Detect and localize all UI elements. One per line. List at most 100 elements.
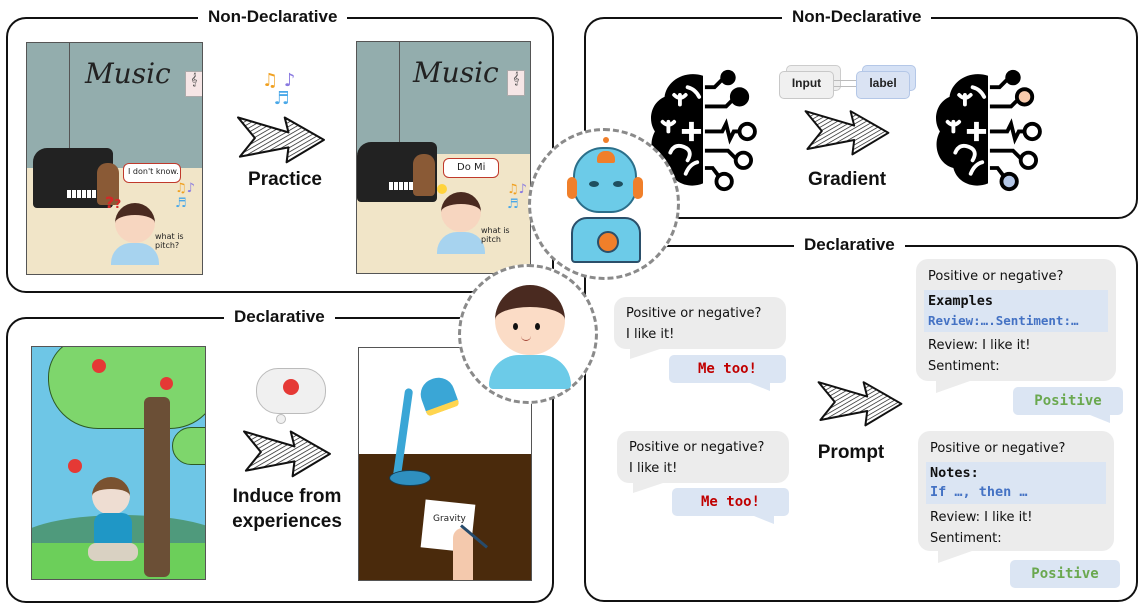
- panel-title: Declarative: [224, 307, 335, 327]
- robot-chest-light: [597, 231, 619, 253]
- question-text: Positive or negative?: [626, 306, 762, 321]
- step-label-line2: experiences: [232, 510, 342, 532]
- speech-bubble: [443, 158, 499, 178]
- sheet-music-poster: 𝄞: [507, 70, 525, 96]
- apple-icon: [160, 377, 173, 390]
- tree-canopy: [48, 347, 205, 429]
- step-label-practice: Practice: [248, 169, 322, 190]
- boy-face-icon: [495, 285, 565, 355]
- question-bubble: Positive or negative? I like it!: [617, 431, 789, 493]
- step-label-prompt: Prompt: [817, 442, 885, 463]
- lamp-base: [389, 470, 431, 486]
- question-marks: ??: [105, 193, 122, 212]
- brain-after-icon: [928, 68, 1048, 193]
- robot-forehead: [597, 151, 615, 163]
- bubble-tail: [633, 483, 663, 493]
- boy-eye: [535, 323, 540, 330]
- confused-boy: [115, 203, 155, 243]
- notes-block: Notes: If …, then …: [926, 462, 1106, 504]
- notes-title: Notes:: [930, 465, 979, 481]
- wall-text-music: Music: [85, 57, 171, 90]
- piano-keys: [67, 190, 101, 198]
- input-text: I like it!: [629, 461, 678, 476]
- prompt-arrow-icon: [815, 375, 905, 429]
- sentiment-text: Sentiment:: [928, 359, 1000, 374]
- step-label-gradient: Gradient: [807, 169, 887, 190]
- boy-smile: [521, 335, 531, 341]
- bubble-tail: [938, 551, 972, 563]
- happy-boy: [441, 192, 481, 232]
- panel-declarative-human: Declarative: [6, 307, 554, 603]
- reply-tail: [1090, 415, 1110, 423]
- wall-corner-line: [399, 42, 400, 177]
- robot-eye: [589, 181, 599, 187]
- reply-tail: [754, 516, 774, 524]
- thought-dot: [276, 414, 286, 424]
- apple-tree-scene: [31, 346, 206, 580]
- wall-text-music: Music: [413, 56, 499, 89]
- reply-tail: [750, 383, 770, 391]
- panel-nondeclarative-human: Non-Declarative: [6, 7, 554, 293]
- prompt-bubble-examples: Positive or negative? Examples Review:….…: [916, 259, 1116, 393]
- induce-arrow-icon: [239, 424, 335, 480]
- bubble-tail: [630, 349, 660, 359]
- chip-connector: [834, 80, 856, 87]
- examples-block: Examples Review:….Sentiment:…: [924, 290, 1108, 332]
- apple-icon: [92, 359, 106, 373]
- thought-cloud-icon: [256, 368, 326, 414]
- wall: [357, 42, 530, 154]
- speech-text: Do Mi: [457, 162, 486, 173]
- girl-at-piano: [413, 154, 435, 196]
- panel-title: Non-Declarative: [198, 7, 348, 27]
- girl-at-piano: [97, 163, 119, 205]
- input-text: I like it!: [626, 327, 675, 342]
- music-notes-icon: ♫♪♬: [507, 182, 527, 212]
- sentiment-text: Sentiment:: [930, 531, 1002, 546]
- step-label-induce: Induce from experiences: [222, 485, 352, 534]
- sheet-music-poster: 𝄞: [185, 71, 202, 97]
- reply-bubble: Me too!: [669, 355, 786, 383]
- step-label-line1: Induce from: [232, 486, 342, 507]
- boy-legs: [88, 543, 138, 561]
- panel-title: Non-Declarative: [782, 7, 932, 27]
- lightbulb-icon: [437, 184, 447, 194]
- panel-title: Declarative: [794, 235, 905, 255]
- music-notes-icon: ♫♪♬: [175, 181, 195, 211]
- panel-nondeclarative-model: Non-Declarative: [584, 7, 1138, 219]
- practice-arrow-icon: [233, 110, 329, 166]
- reply-bubble: Positive: [1010, 560, 1120, 588]
- speech-text: I don't know.: [128, 167, 179, 176]
- review-text: Review: I like it!: [930, 510, 1033, 525]
- speech-bubble: [123, 163, 181, 183]
- bubble-tail: [936, 381, 970, 393]
- lamp-head: [416, 373, 460, 417]
- review-text: Review: I like it!: [928, 338, 1031, 353]
- piano-keys: [389, 182, 423, 190]
- music-notes-icon: ♫ ♪ ♬: [262, 70, 296, 109]
- examples-title: Examples: [928, 293, 994, 309]
- writing-hand: [453, 528, 473, 580]
- boy-shirt: [489, 355, 571, 389]
- question-text: Positive or negative?: [930, 441, 1066, 456]
- robot-head-icon: [573, 147, 637, 213]
- caption-text: what is pitch: [481, 226, 510, 244]
- note-text-gravity: Gravity: [433, 514, 466, 524]
- robot-circle: [528, 128, 680, 280]
- examples-content: Review:….Sentiment:…: [928, 313, 1079, 328]
- notes-content: If …, then …: [930, 484, 1028, 500]
- question-text: Positive or negative?: [928, 269, 1064, 284]
- boy-eye: [513, 323, 518, 330]
- reply-bubble: Me too!: [672, 488, 789, 516]
- robot-ear: [633, 177, 643, 199]
- wall: [27, 43, 202, 168]
- wall-corner-line: [69, 43, 70, 183]
- question-bubble: Positive or negative? I like it!: [614, 297, 786, 359]
- robot-antenna: [603, 137, 609, 143]
- robot-eye: [613, 181, 623, 187]
- caption-text: what is pitch?: [155, 232, 184, 250]
- apple-icon: [68, 459, 82, 473]
- music-scene-before: Music 𝄞 I don't know. ?? ♫♪♬ what is pit…: [26, 42, 203, 275]
- boy-shirt: [437, 232, 485, 254]
- reply-bubble: Positive: [1013, 387, 1123, 415]
- tree-canopy-small: [172, 427, 205, 465]
